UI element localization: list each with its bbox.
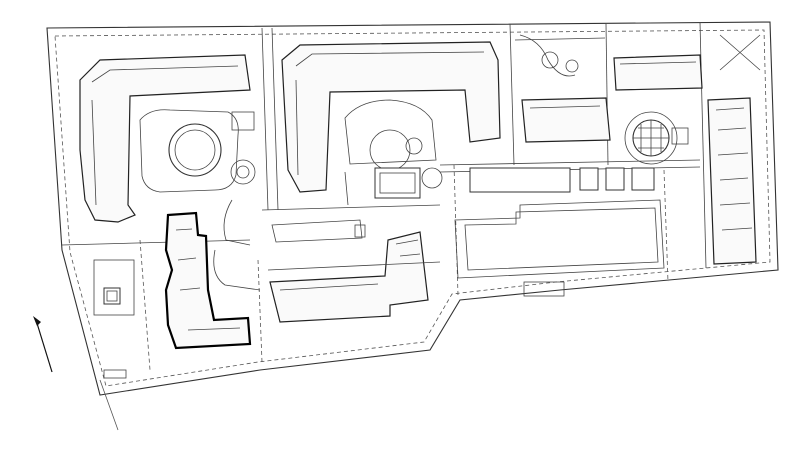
- plaza-northwest: [139, 109, 256, 193]
- plaza-south: [213, 199, 366, 291]
- building-north-east-small: [613, 54, 703, 91]
- site-boundary-dashed: [54, 29, 771, 387]
- building-north-central: [281, 41, 501, 193]
- building-center-east: [521, 97, 611, 143]
- plaza-central: [344, 99, 443, 206]
- building-south-central: [269, 231, 429, 323]
- building-east: [707, 97, 757, 265]
- court-east: [624, 34, 761, 165]
- small-blocks-row: [469, 167, 655, 193]
- site-boundary: [46, 21, 779, 396]
- park-northeast: [514, 34, 606, 77]
- building-southwest: [164, 211, 252, 350]
- parking-area: [454, 199, 665, 297]
- feature-west: [93, 259, 135, 379]
- building-northwest: [79, 54, 251, 223]
- north-arrow-icon: [33, 316, 119, 431]
